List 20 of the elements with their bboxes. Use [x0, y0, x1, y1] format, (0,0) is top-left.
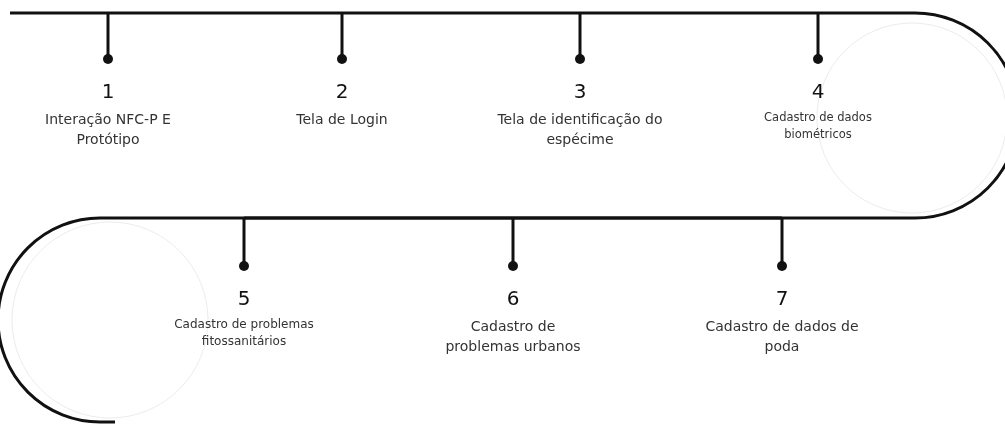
step-number: 5	[237, 286, 251, 310]
step-number: 1	[101, 79, 115, 103]
step-number: 3	[573, 79, 587, 103]
step-label: Cadastro de dados de poda	[704, 317, 860, 357]
step-number: 2	[335, 79, 349, 103]
timeline-line	[108, 11, 342, 15]
step-label: Cadastro de problemas fitossanitários	[173, 316, 315, 351]
step-number: 7	[775, 286, 789, 310]
step-label: Interação NFC-P E Protótipo	[44, 110, 172, 150]
step-label: Cadastro de problemas urbanos	[444, 317, 582, 357]
timeline-line	[342, 11, 580, 15]
timeline-line	[580, 11, 818, 15]
step-number: 6	[506, 286, 520, 310]
step-number: 4	[811, 79, 825, 103]
step-label: Tela de identificação do espécime	[496, 110, 664, 150]
step-label: Tela de Login	[296, 110, 388, 129]
timeline-line	[10, 11, 108, 15]
timeline-line	[513, 216, 782, 220]
step-label: Cadastro de dados biométricos	[763, 109, 873, 143]
timeline-line	[244, 216, 513, 220]
